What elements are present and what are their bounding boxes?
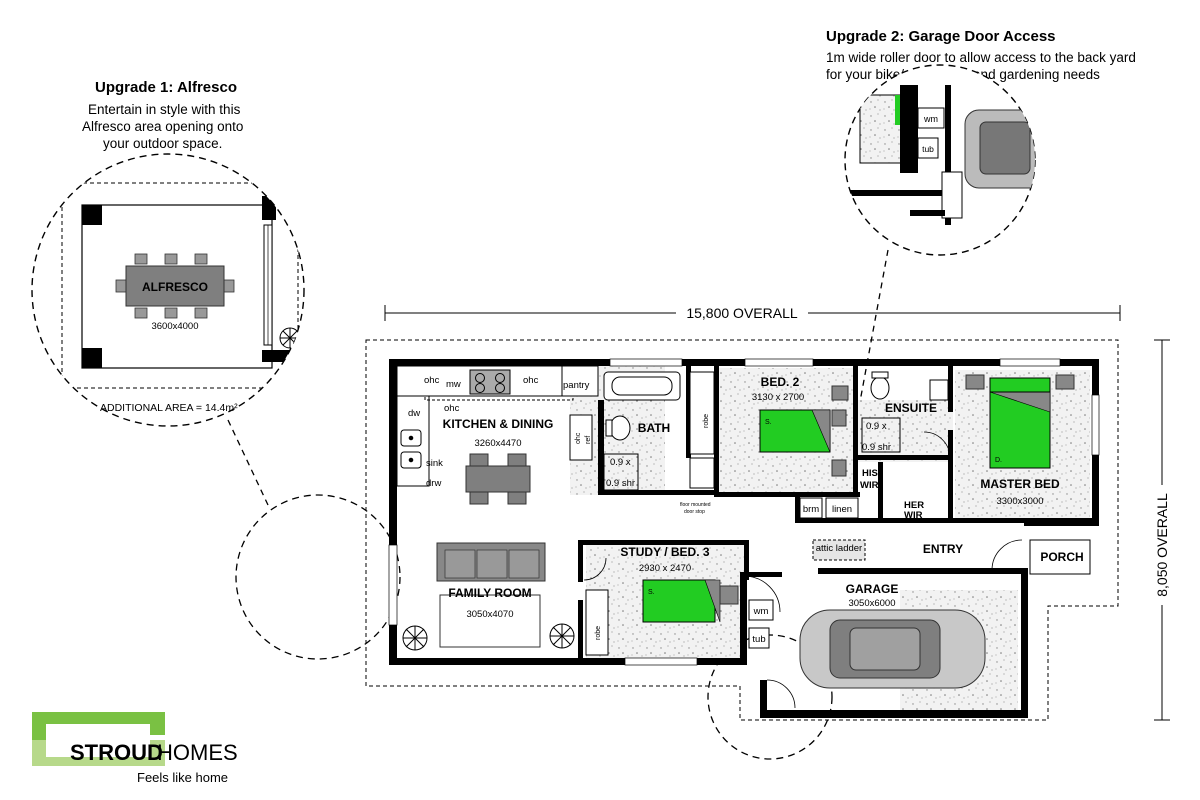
- fixture-ohc-2: ohc: [523, 375, 539, 386]
- room-kitchen-name: KITCHEN & DINING: [443, 417, 554, 431]
- shower1-a: 0.9 x: [610, 457, 631, 468]
- fixture-mw: mw: [446, 379, 461, 390]
- room-porch-name: PORCH: [1040, 550, 1083, 564]
- alfresco-table: [115, 253, 235, 319]
- room-garage-size: 3050x6000: [848, 598, 895, 609]
- room-study-name: STUDY / BED. 3: [620, 545, 709, 559]
- garage-door-callout: wm tub: [844, 64, 1036, 256]
- fixture-sink: sink: [426, 458, 443, 469]
- bed-2-size-code: S.: [765, 419, 772, 426]
- fixture-ohc-vertical: ohc: [575, 432, 582, 444]
- stroud-homes-logo: STROUD HOMES Feels like home: [32, 712, 238, 785]
- room-master-name: MASTER BED: [980, 477, 1060, 491]
- floor-note-b: door stop: [684, 509, 705, 515]
- room-entry-name: ENTRY: [923, 542, 963, 556]
- upgrade-1-line-2: Alfresco area opening onto: [82, 119, 244, 134]
- room-garage-name: GARAGE: [846, 582, 899, 596]
- room-family-size: 3050x4070: [466, 609, 513, 620]
- upgrade-2-title: Upgrade 2: Garage Door Access: [826, 28, 1056, 45]
- garage-door-location-marker: [707, 634, 833, 760]
- room-bed2-name: BED. 2: [761, 375, 800, 389]
- fixture-drw: drw: [426, 478, 441, 489]
- room-bath-name: BATH: [638, 421, 670, 435]
- plant-icon: [402, 625, 428, 651]
- room-master-size: 3300x3000: [996, 496, 1043, 507]
- fixture-ref: ref: [585, 436, 592, 444]
- plant-icon: [549, 623, 575, 649]
- study-bed-size-code: S.: [648, 589, 655, 596]
- bed-2-bed: [759, 385, 849, 477]
- shower2-b: 0.9 shr: [862, 442, 891, 453]
- upgrade-2-line-1: 1m wide roller door to allow access to t…: [826, 50, 1136, 65]
- upgrade-1-title: Upgrade 1: Alfresco: [95, 79, 237, 96]
- master-bed-size-code: D.: [995, 457, 1002, 464]
- upgrade-1-line-1: Entertain in style with this: [88, 102, 241, 117]
- study-bed: [642, 579, 739, 623]
- laundry-tub-label: tub: [752, 634, 765, 645]
- alfresco-label: ALFRESCO: [142, 280, 208, 294]
- master-bed: [965, 374, 1075, 469]
- callout-tub-label: tub: [922, 144, 934, 154]
- alfresco-size: 3600x4000: [151, 321, 198, 332]
- his-wir-b: WIR: [860, 480, 879, 491]
- brm-label: brm: [803, 504, 819, 515]
- robe-1-label: robe: [703, 414, 710, 428]
- cooktop-icon: [469, 369, 511, 395]
- robe-2-label: robe: [595, 626, 602, 640]
- brand-tagline: Feels like home: [137, 770, 228, 785]
- fixture-pantry: pantry: [563, 380, 590, 391]
- his-wir-a: HIS: [862, 468, 878, 479]
- fixture-ohc-1: ohc: [424, 375, 440, 386]
- alfresco-callout: ALFRESCO 3600x4000 ADDITIONAL AREA = 14.…: [31, 153, 305, 427]
- callout-wm-label: wm: [923, 114, 938, 124]
- overall-depth: 8,050 OVERALL: [1154, 493, 1170, 597]
- her-wir-b: WIR: [904, 510, 923, 521]
- linen-label: linen: [832, 504, 852, 515]
- floor-note-a: floor mounted: [680, 502, 711, 508]
- dining-table: [465, 453, 531, 505]
- room-bed2-size: 3130 x 2700: [752, 392, 804, 403]
- alfresco-location-marker: [235, 494, 401, 660]
- room-kitchen-size: 3260x4470: [474, 438, 521, 449]
- sofa: [436, 542, 546, 582]
- her-wir-a: HER: [904, 500, 924, 511]
- room-family-name: FAMILY ROOM: [448, 586, 531, 600]
- room-ensuite-name: ENSUITE: [885, 401, 937, 415]
- room-study-size: 2930 x 2470: [639, 563, 691, 574]
- brand-bold: STROUD: [70, 740, 163, 765]
- fixture-ohc-3: ohc: [444, 403, 460, 414]
- plant-icon: [279, 327, 301, 349]
- car-icon: [799, 609, 986, 689]
- additional-area: ADDITIONAL AREA = 14.4m²: [100, 402, 238, 414]
- shower1-b: 0.9 shr: [606, 478, 635, 489]
- laundry-wm-label: wm: [753, 606, 769, 617]
- sink-icon: [400, 429, 422, 469]
- shower2-a: 0.9 x: [866, 421, 887, 432]
- overall-width: 15,800 OVERALL: [686, 305, 798, 321]
- callout-car-icon: [964, 109, 1035, 189]
- brand-light: HOMES: [157, 740, 238, 765]
- upgrade-1-line-3: your outdoor space.: [103, 136, 223, 151]
- attic-ladder-label: attic ladder: [816, 543, 862, 554]
- fixture-dw: dw: [408, 408, 420, 419]
